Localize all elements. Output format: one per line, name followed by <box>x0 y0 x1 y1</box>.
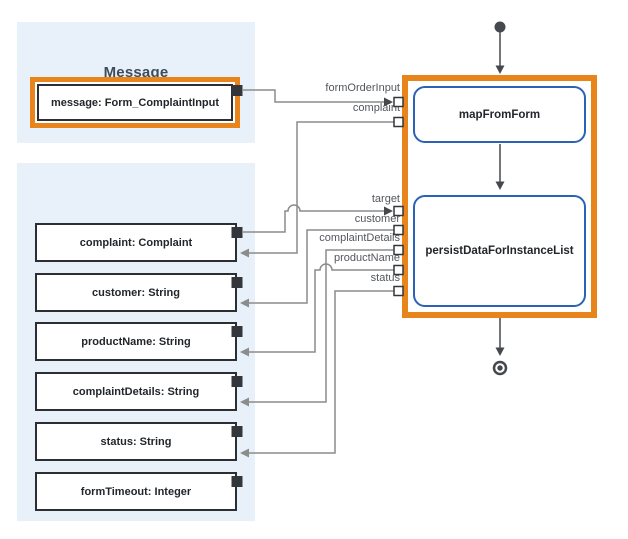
variable-formTimeout-label: formTimeout: Integer <box>80 485 192 498</box>
end-node[interactable] <box>492 360 508 376</box>
variable-complaintDetails-label: complaintDetails: String <box>72 385 200 398</box>
port-label-complaintDetails: complaintDetails <box>319 232 400 244</box>
activity-container: mapFromForm persistDataForInstanceList <box>402 75 597 318</box>
activity-node-mapFromForm[interactable]: mapFromForm <box>413 86 586 143</box>
activity-node-mapFromForm-label: mapFromForm <box>458 108 541 121</box>
variable-complaint[interactable]: complaint: Complaint <box>35 223 237 262</box>
wire-status <box>249 290 394 454</box>
start-node[interactable] <box>494 21 506 33</box>
activity-node-persistDataForInstanceList[interactable]: persistDataForInstanceList <box>413 195 586 307</box>
variable-productName-label: productName: String <box>81 335 191 348</box>
arrowhead-end <box>495 347 505 356</box>
variable-complaint-label: complaint: Complaint <box>79 236 193 249</box>
port-label-status: status <box>370 272 400 284</box>
port-label-formOrderInput: formOrderInput <box>325 82 400 94</box>
message-panel-title: Message <box>103 64 169 81</box>
port-label-customer: customer <box>354 213 400 225</box>
arrowhead-start <box>495 65 505 74</box>
variable-message[interactable]: message: Form_ComplaintInput <box>30 77 240 128</box>
variable-status-label: status: String <box>100 435 172 448</box>
port-label-target: target <box>371 193 400 205</box>
port-label-productName: productName <box>333 252 400 264</box>
variable-complaintDetails[interactable]: complaintDetails: String <box>35 372 237 411</box>
variable-formTimeout[interactable]: formTimeout: Integer <box>35 472 237 511</box>
activity-node-persistDataForInstanceList-label: persistDataForInstanceList <box>425 245 574 257</box>
variable-message-label: message: Form_ComplaintInput <box>37 84 233 121</box>
end-node-dot <box>497 365 503 371</box>
variable-status[interactable]: status: String <box>35 422 237 461</box>
variable-customer-label: customer: String <box>91 286 180 299</box>
variable-customer[interactable]: customer: String <box>35 273 237 312</box>
port-label-complaint: complaint <box>352 102 400 114</box>
variable-productName[interactable]: productName: String <box>35 322 237 361</box>
